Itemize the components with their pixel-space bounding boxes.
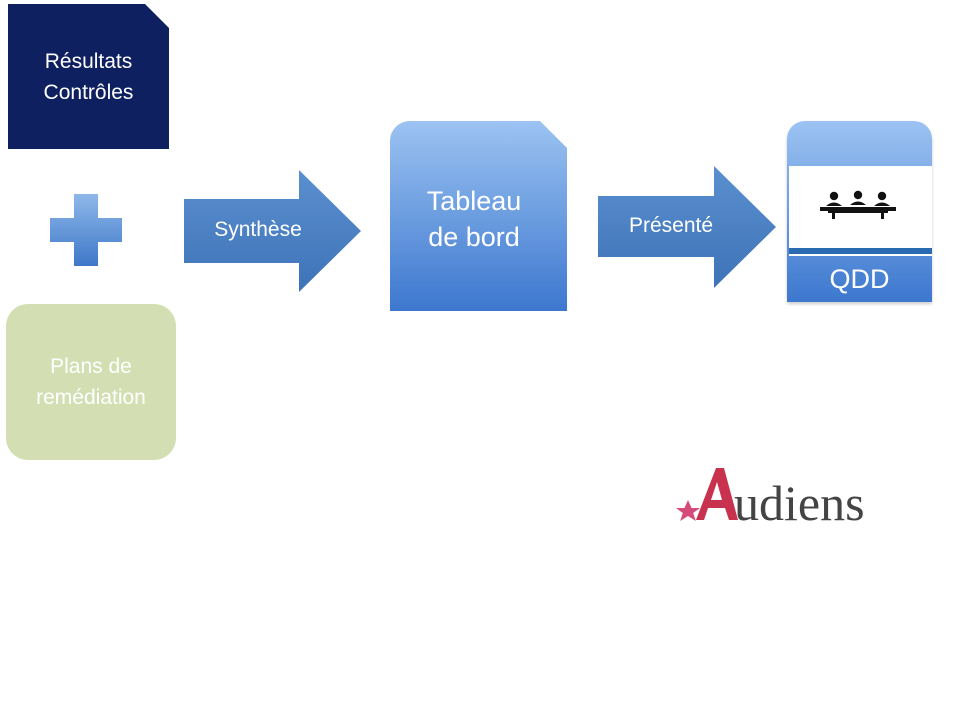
dashboard-label: Tableau de bord — [390, 183, 558, 255]
results-controls-line1: Résultats — [44, 49, 133, 73]
remediation-plans-box: Plans de remédiation — [6, 304, 176, 460]
dashboard-box — [390, 121, 567, 311]
audiens-logo-text: udiens — [734, 475, 865, 526]
dashboard-label-line1: Tableau — [426, 186, 522, 216]
meeting-icon — [820, 190, 896, 219]
dashboard-label-line2: de bord — [428, 222, 520, 252]
audiens-logo: udiens — [676, 468, 865, 526]
meeting-picture-footer — [789, 248, 932, 254]
remediation-plans-line2: remédiation — [36, 386, 146, 409]
synthese-label: Synthèse — [214, 218, 302, 241]
qdd-label: QDD — [829, 264, 890, 294]
remediation-plans-line1: Plans de — [50, 355, 132, 378]
plus-icon — [50, 194, 122, 266]
presente-label: Présenté — [628, 214, 714, 237]
results-controls-line2: Contrôles — [43, 80, 134, 104]
results-controls-box: Résultats Contrôles — [8, 4, 169, 149]
